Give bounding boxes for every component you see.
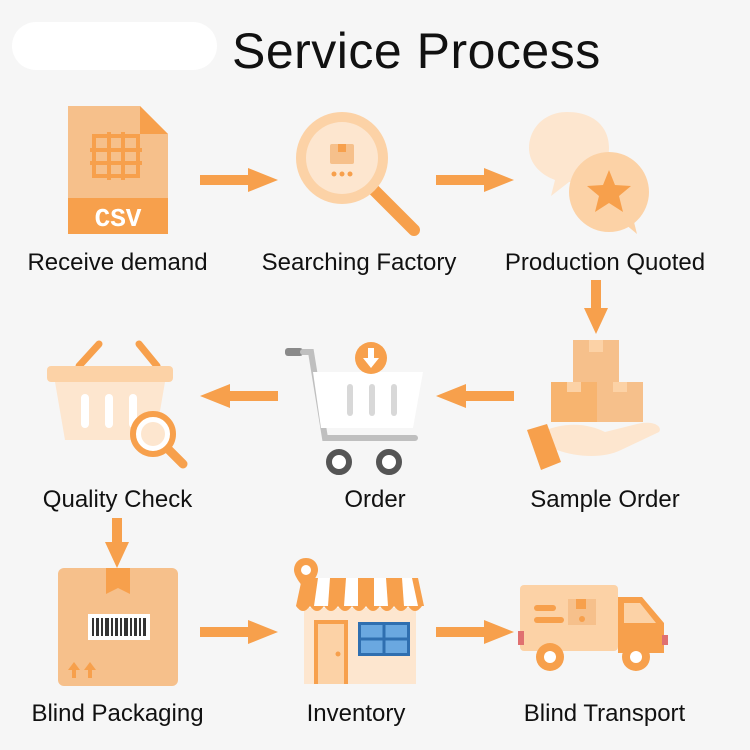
shopping-cart-icon (285, 342, 423, 475)
chat-star-icon (529, 112, 649, 234)
arrow-right-icon (200, 168, 278, 192)
step-label-quality-check: Quality Check (42, 486, 193, 513)
arrow-left-icon (200, 384, 278, 408)
arrow-left-icon (436, 384, 514, 408)
arrow-right-icon (436, 168, 514, 192)
step-label-inventory: Inventory (306, 700, 406, 727)
white-blob (12, 22, 217, 70)
step-label-blind-transport: Blind Transport (523, 700, 686, 727)
cardboard-box-icon (58, 568, 178, 686)
magnifier-icon (296, 112, 420, 236)
arrow-down-icon (584, 280, 608, 334)
step-label-order: Order (344, 486, 406, 513)
step-label-blind-packaging: Blind Packaging (31, 700, 204, 727)
step-label-receive-demand: Receive demand (27, 249, 208, 276)
csv-badge: CSV (95, 204, 142, 234)
basket-search-icon (47, 340, 188, 469)
hand-boxes-icon (527, 340, 660, 470)
step-label-searching-factory: Searching Factory (261, 249, 457, 276)
delivery-truck-icon (518, 585, 668, 671)
step-label-production-quoted: Production Quoted (504, 249, 706, 276)
step-label-sample-order: Sample Order (530, 486, 680, 513)
arrow-down-icon (105, 518, 129, 568)
store-icon (294, 558, 424, 684)
arrow-right-icon (200, 620, 278, 644)
page-title: Service Process (232, 23, 601, 79)
arrow-right-icon (436, 620, 514, 644)
csv-file-icon: CSV (68, 106, 168, 234)
